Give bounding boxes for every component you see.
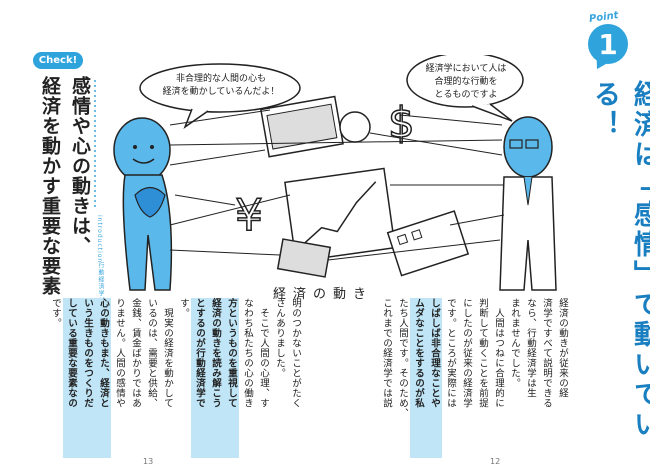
check-badge: Check! <box>33 52 83 69</box>
left-character-figure <box>113 117 173 291</box>
bubble-left-text: 非合理的な人間の心も 経済を動かしているんだよ！ <box>162 74 280 97</box>
body-line: しばしば非合理なことや <box>426 298 442 458</box>
body-line: 済学ですべて説明できる <box>541 298 552 408</box>
speech-bubble-right <box>406 55 524 108</box>
yen-sign: ¥ <box>235 190 263 241</box>
check-line-1: 感情や心の動きは、 <box>69 76 91 256</box>
check-line-2: 経済を動かす重要な要素 <box>39 76 61 296</box>
body-line: まれませんでした。 <box>509 298 520 388</box>
body-line: 判断して動くことを前提 <box>477 298 488 408</box>
page-number-right: 12 <box>490 457 501 466</box>
body-line: 方というものを重視して <box>223 298 239 458</box>
body-line: なわち私たちの心の働き <box>242 298 253 408</box>
body-line: いるのは、需要と供給、 <box>146 298 157 408</box>
illustration-caption: 経済の動き <box>273 287 374 302</box>
side-section-en: introduction <box>96 215 103 264</box>
body-line: 金銭、賃金ばかりではあ <box>130 298 141 408</box>
body-line: いう生きものをつくりだ <box>79 298 95 458</box>
body-line: です。 <box>50 298 61 328</box>
body-line: にしたのが従来の経済学 <box>461 298 472 408</box>
bubble-right-text: 経済学において人は 合理的な行動を とるものですよ <box>425 64 507 100</box>
body-line: 現実の経済を動かして <box>162 298 173 408</box>
body-line: これまでの経済学では説 <box>381 298 392 408</box>
page-number-left: 13 <box>143 457 154 466</box>
body-line: なら、行動経済学は生 <box>525 298 536 398</box>
buildings <box>386 210 470 277</box>
body-line: 人間はつねに合理的に <box>493 298 504 408</box>
right-body-text: 経済の動きが従来の経済学ですべて説明できるなら、行動経済学は生まれませんでした。… <box>370 298 570 458</box>
body-line: りません。人間の感情や <box>114 298 125 408</box>
dollar-sign: $ <box>388 98 415 147</box>
body-line: たち人間です。そのため、 <box>397 298 408 418</box>
body-line: 明のつかないことがたく <box>290 298 301 408</box>
economy-puppet-illustration: $ ¥ <box>113 55 557 291</box>
body-line: 経済の動きを読み解こう <box>207 298 223 458</box>
point-label: Point <box>588 9 620 26</box>
body-line: す。 <box>178 298 189 318</box>
left-body-text: 明のつかないことがたくさんありました。 そこで人間の心理、すなわち私たちの心の働… <box>28 298 303 458</box>
check-heading: 感情や心の動きは、 経済を動かす重要な要素 <box>35 76 95 296</box>
body-line: 経済の動きが従来の経 <box>557 298 568 398</box>
puppet-strings <box>169 109 505 261</box>
body-line: とするのが行動経済学で <box>191 298 207 458</box>
point-number-badge: 1 <box>588 24 628 64</box>
chapter-title: 経済は「感情」で動いている！ <box>589 80 650 440</box>
body-line: ムダなことをするのが私 <box>410 298 426 458</box>
right-character-figure <box>499 116 557 291</box>
body-line: 心の動きもまた、経済と <box>95 298 111 458</box>
body-line: している重要な要素なの <box>63 298 79 458</box>
coin <box>339 111 371 143</box>
body-line: さんありました。 <box>274 298 285 378</box>
bill-stack <box>276 238 332 278</box>
money-stack <box>259 95 344 158</box>
body-line: そこで人間の心理、す <box>258 298 269 408</box>
dotted-guide <box>94 80 96 210</box>
speech-bubble-left <box>139 63 301 113</box>
rising-chart-panel <box>284 167 396 263</box>
body-line: です。ところが実際には <box>445 298 456 408</box>
